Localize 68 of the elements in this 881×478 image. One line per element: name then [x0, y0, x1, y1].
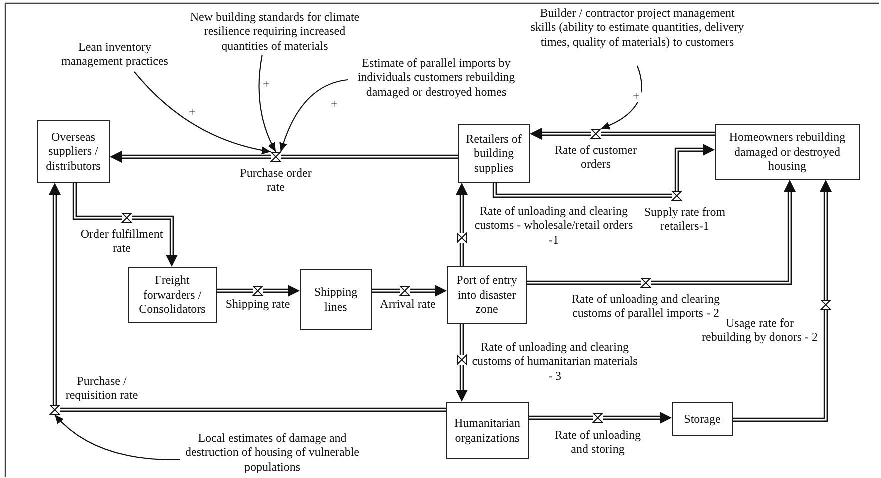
flow-pipe	[110, 151, 271, 163]
valve-icon	[50, 405, 60, 415]
valve-icon	[593, 413, 603, 423]
influence-arrow	[134, 72, 272, 154]
flow-rate-label: Shipping rate	[224, 297, 292, 312]
flow-rate-label: Arrival rate	[379, 297, 437, 312]
flow-pipe	[603, 412, 672, 424]
variable-label: Estimate of parallel imports by individuals customers rebuilding damaged or destroyed homes	[348, 56, 525, 104]
variable-label: Local estimates of damage and destruction of housing of vulnerable populations	[180, 431, 365, 476]
flow-pipe	[456, 365, 468, 402]
flow-pipe	[527, 280, 641, 286]
flow-pipe	[217, 288, 253, 294]
flow-rate-label: Purchase / requisition rate	[64, 374, 140, 403]
flow-pipe	[651, 180, 796, 286]
flow-pipe	[410, 285, 447, 297]
polarity-label: +	[632, 90, 641, 102]
stock-box: Port of entry into disaster zone	[447, 266, 527, 324]
valve-icon	[672, 191, 682, 201]
influence-arrow	[280, 79, 348, 152]
flow-pipe	[733, 310, 828, 422]
flow-pipe	[263, 285, 300, 297]
flow-pipe	[492, 183, 672, 198]
flow-pipe	[372, 288, 400, 294]
flow-rate-label: Supply rate from retailers-1	[643, 205, 727, 234]
valve-icon	[457, 233, 467, 243]
flow-pipe	[460, 243, 464, 266]
valve-icon	[400, 286, 410, 296]
flow-pipe	[456, 183, 468, 233]
flow-rate-label: Rate of unloading and clearing customs of humanitarian materials - 3	[471, 340, 639, 384]
flow-rate-label: Rate of customer orders	[554, 143, 638, 172]
flow-pipe	[529, 416, 593, 420]
stock-box: Homeowners rebuilding damaged or destroyed housing	[715, 124, 860, 180]
flow-rate-label: Rate of unloading and storing	[554, 428, 642, 457]
flow-pipe	[60, 408, 446, 412]
variable-label: Lean inventory management practices	[50, 40, 180, 72]
variable-label: Builder / contractor project management skills (ability to estimate quantities, delivery times, quality of materials) to customers	[530, 6, 745, 66]
flow-rate-label: Order fulfillment rate	[80, 227, 164, 256]
stock-box: Shipping lines	[300, 269, 372, 330]
stock-box: Retailers of building supplies	[458, 124, 530, 183]
valve-icon	[457, 355, 467, 365]
valve-icon	[591, 129, 601, 139]
flow-rate-label: Purchase order rate	[239, 166, 313, 195]
flow-pipe	[72, 183, 122, 220]
polarity-label: +	[330, 98, 339, 110]
variable-label: New building standards for climate resilience requiring increased quantities of materials	[185, 10, 365, 55]
flow-pipe	[132, 216, 178, 267]
stock-box: Freight forwarders / Consolidators	[128, 267, 217, 323]
flow-pipe	[49, 183, 61, 405]
stock-box: Overseas suppliers / distributors	[37, 120, 110, 183]
polarity-label: +	[262, 78, 271, 90]
valve-icon	[271, 152, 281, 162]
influence-arrow	[54, 414, 180, 460]
flow-pipe	[820, 180, 832, 300]
stock-box: Humanitarian organizations	[446, 402, 529, 459]
valve-icon	[821, 300, 831, 310]
flow-pipe	[281, 154, 458, 160]
flow-rate-label: Rate of unloading and clearing customs - wholesale/retail orders -1	[474, 204, 634, 248]
stock-box: Storage	[672, 402, 733, 436]
valve-icon	[641, 278, 651, 288]
influence-arrow	[258, 54, 276, 152]
polarity-label: +	[188, 106, 197, 118]
flow-pipe	[674, 144, 715, 191]
valve-icon	[253, 286, 263, 296]
flow-pipe	[460, 324, 464, 355]
flow-pipe	[601, 132, 715, 136]
influence-arrow	[600, 66, 642, 130]
valve-icon	[122, 213, 132, 223]
flow-pipe	[530, 128, 591, 140]
